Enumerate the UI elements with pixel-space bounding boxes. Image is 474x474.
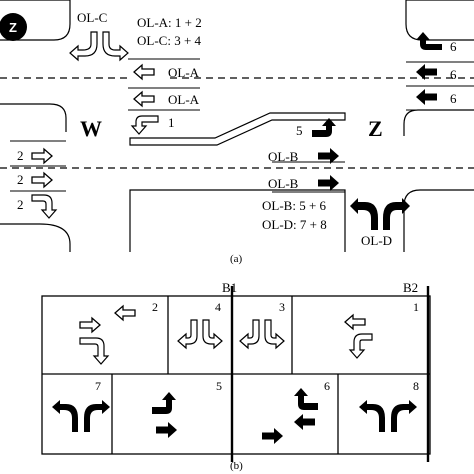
phase-2-number: 2	[152, 300, 158, 314]
overlap-def-c: OL-C: 3 + 4	[137, 33, 202, 48]
svg-text:Z: Z	[9, 20, 17, 35]
lane-label-olb-1: OL-B	[268, 149, 299, 164]
phase-5-number: 5	[216, 379, 222, 393]
ph8-arrow-icon	[359, 400, 417, 432]
east-phase-6c: 6	[450, 91, 457, 106]
block-mid-left	[0, 103, 67, 132]
overlap-def-d: OL-D: 7 + 8	[262, 217, 327, 232]
ph2-turn-icon	[79, 337, 110, 365]
lane-label-olb-2: OL-B	[268, 176, 299, 191]
phase-8-number: 8	[413, 379, 419, 393]
ph1-turn-icon	[348, 333, 373, 359]
barrier-b2: B2	[403, 280, 419, 295]
ol-c-label: OL-C	[77, 10, 108, 25]
block-top-right	[405, 0, 474, 41]
ph3-arrow-icon	[239, 319, 285, 350]
overlap-def-b: OL-B: 5 + 6	[262, 198, 327, 213]
barrier-b1: B1	[222, 280, 238, 295]
lane-label-ola-1: OL-A	[168, 65, 200, 80]
ph6-turn-icon	[294, 388, 318, 410]
phase-7-number: 7	[95, 379, 101, 393]
ola-arrow-icon-1	[133, 64, 155, 80]
caption-a: (a)	[230, 253, 243, 265]
phase-6-number: 6	[324, 379, 330, 393]
block-bottom-left	[0, 223, 71, 252]
ol-d-label: OL-D	[361, 233, 393, 248]
lane-label-ola-2: OL-A	[168, 92, 200, 107]
phase-1-number: 1	[413, 300, 419, 314]
ola-arrow-icon-2	[133, 91, 155, 107]
intersection-drawing: Z	[0, 0, 474, 252]
phase-diagram-drawing	[41, 286, 431, 462]
lane-label-phase-5: 5	[296, 123, 303, 138]
lane-label-phase-1: 1	[168, 115, 175, 130]
east-phase-6b: 6	[450, 67, 457, 82]
west-phase-2a: 2	[17, 148, 24, 163]
direction-east: Z	[368, 116, 383, 141]
east-turn-icon	[416, 32, 442, 50]
block-bottom-right	[403, 189, 474, 252]
block-mid-right	[403, 109, 474, 136]
ph4-arrow-icon	[177, 319, 223, 350]
ph5-turn-icon	[152, 392, 176, 414]
median-island	[129, 112, 346, 146]
west-phase-2c: 2	[17, 197, 24, 212]
direction-west: W	[80, 116, 102, 141]
west-phase-2b: 2	[17, 172, 24, 187]
caption-b: (b)	[230, 460, 243, 472]
overlap-def-a: OL-A: 1 + 2	[137, 15, 202, 30]
phase1-turn-icon	[130, 115, 159, 135]
east-phase-6a: 6	[450, 39, 457, 54]
ph7-arrow-icon	[52, 400, 110, 432]
old-arrow-icon	[350, 198, 410, 230]
east-arrow-icon-2	[416, 89, 437, 105]
olc-arrow-icon	[69, 31, 129, 62]
west-arrow-icon-2	[31, 172, 53, 188]
west-turn-icon	[31, 194, 58, 219]
olb-arrow-icon-2	[318, 175, 339, 191]
phase-4-number: 4	[215, 300, 221, 314]
z-sign-icon: Z	[0, 13, 27, 41]
phase-3-number: 3	[279, 300, 285, 314]
phase5-turn-icon	[312, 118, 336, 137]
block-bottom-center	[129, 189, 346, 252]
west-arrow-icon-1	[31, 148, 53, 164]
block-top-left	[0, 0, 71, 41]
